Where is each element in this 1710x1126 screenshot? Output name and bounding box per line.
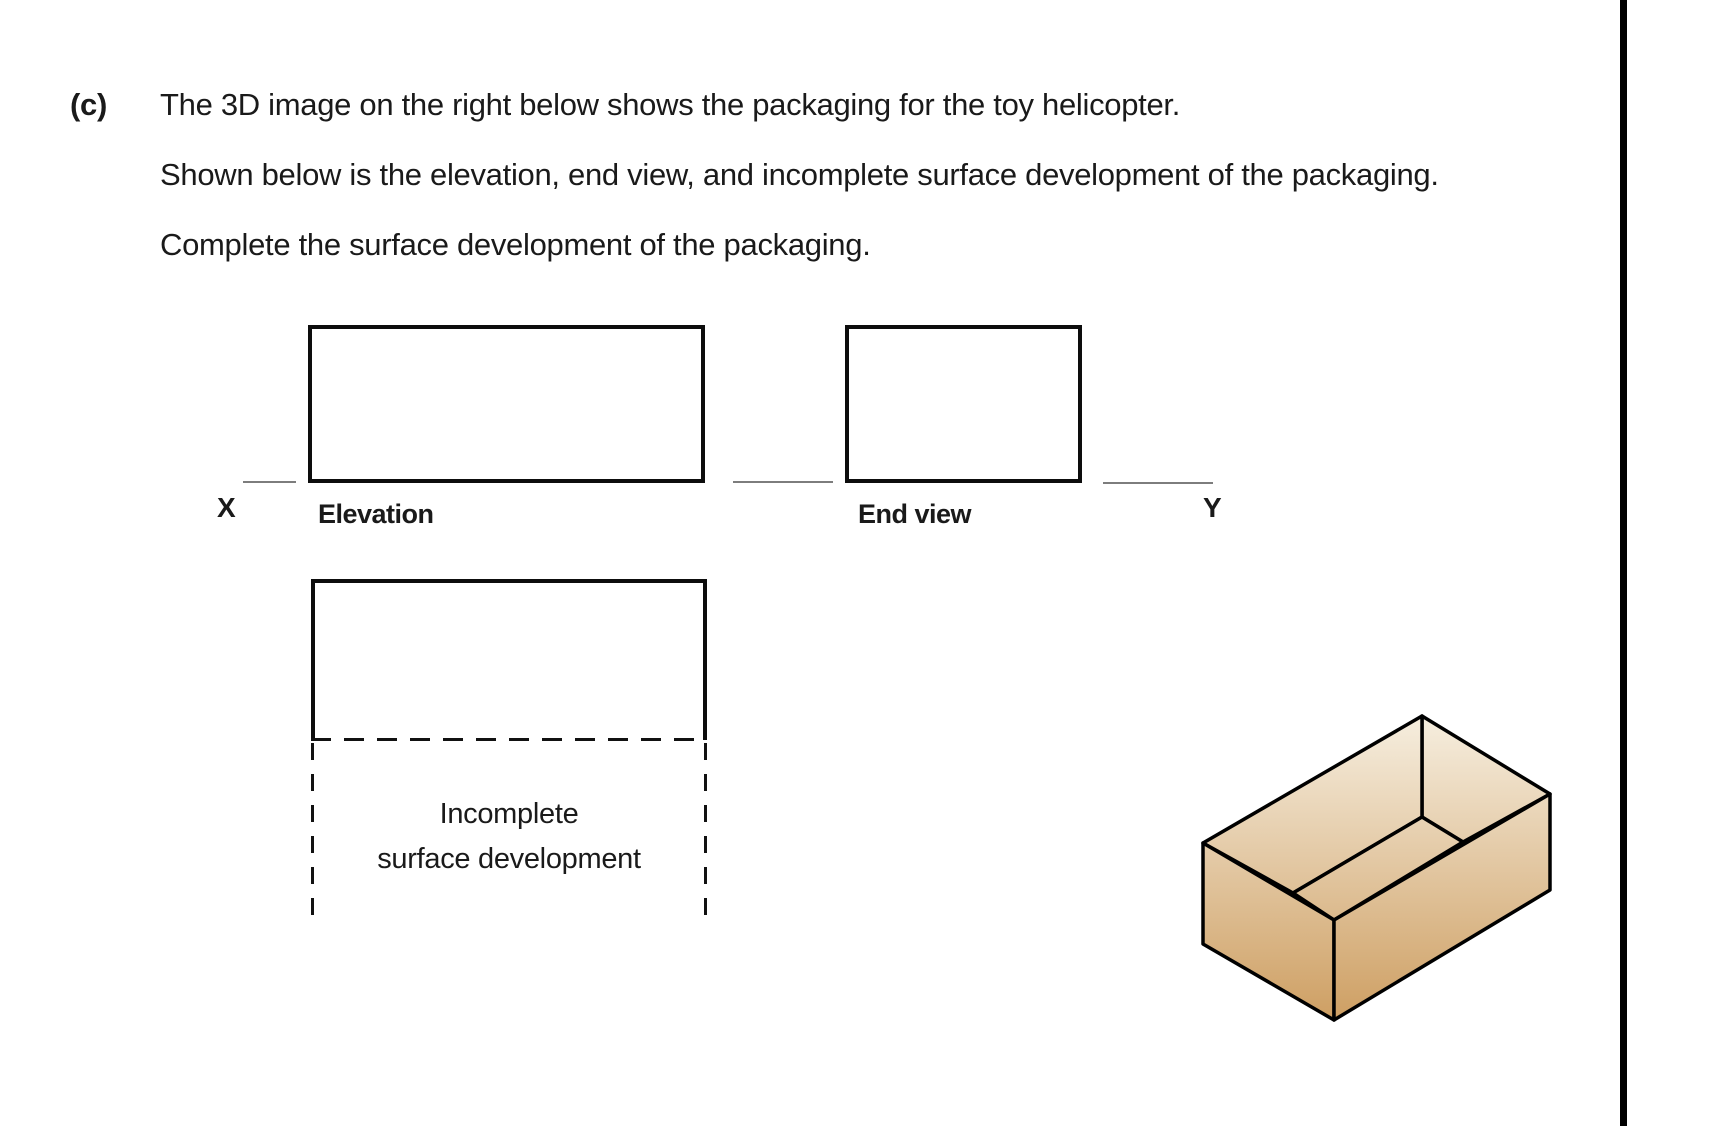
end-view-label: End view — [858, 499, 972, 529]
elevation-label: Elevation — [318, 499, 434, 529]
question-text-line-3: Complete the surface development of the … — [160, 227, 871, 262]
y-axis-label: Y — [1203, 492, 1222, 523]
x-axis-label: X — [217, 492, 236, 523]
development-caption-line-1: Incomplete — [439, 798, 579, 830]
question-label: (c) — [70, 87, 107, 122]
page-border-line — [1620, 0, 1627, 1126]
development-caption: Incomplete surface development — [311, 792, 707, 882]
development-solid-outline — [311, 579, 707, 740]
xy-ground-line-segment-right — [1103, 482, 1213, 484]
development-dashed-right-edge — [704, 743, 707, 919]
xy-ground-line-segment-left — [243, 481, 296, 483]
question-text-line-2: Shown below is the elevation, end view, … — [160, 157, 1439, 192]
xy-ground-line-segment-middle — [733, 481, 833, 483]
box-front-right-face — [1332, 792, 1552, 1022]
elevation-view-rectangle — [308, 325, 705, 483]
packaging-3d-box-image — [1201, 714, 1552, 1022]
end-view-rectangle — [845, 325, 1082, 483]
development-dashed-fold-line — [311, 738, 707, 741]
development-caption-line-2: surface development — [377, 843, 641, 875]
question-text-line-1: The 3D image on the right below shows th… — [160, 87, 1181, 122]
development-dashed-left-edge — [311, 743, 314, 919]
